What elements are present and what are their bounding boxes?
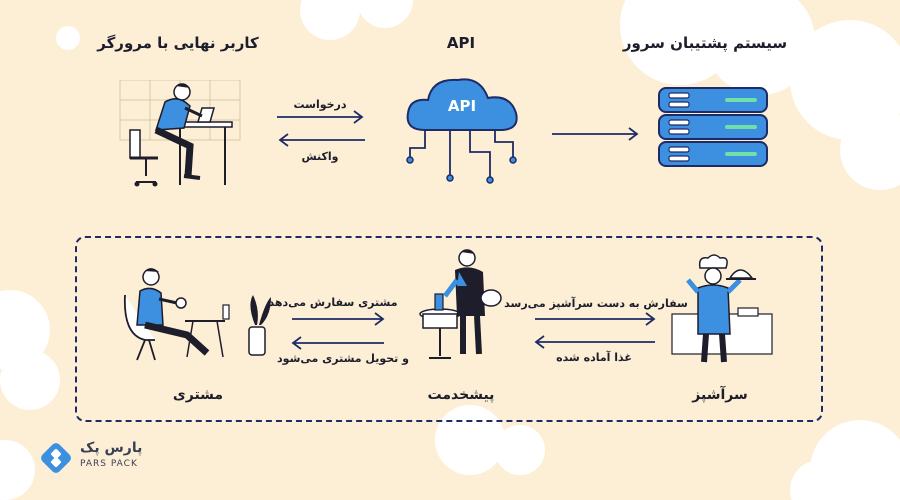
pars-pack-logo-icon bbox=[41, 443, 71, 473]
restaurant-analogy-panel bbox=[75, 236, 823, 422]
end-user-title: کاربر نهایی با مرورگر bbox=[97, 34, 259, 52]
order-label: مشتری سفارش می‌دهد bbox=[268, 296, 398, 309]
response-label: واکنش bbox=[301, 150, 339, 163]
chef-title: سرآشپز bbox=[692, 387, 748, 403]
customer-title: مشتری bbox=[172, 387, 224, 403]
logo-persian-text: پارس پک bbox=[80, 440, 143, 456]
to-chef-label: سفارش به دست سرآشپز می‌رسد bbox=[504, 297, 688, 310]
delivery-label: و تحویل مشتری می‌شود bbox=[277, 352, 409, 365]
waiter-illustration bbox=[419, 249, 502, 359]
api-cloud-icon bbox=[406, 78, 518, 184]
chef-arrows bbox=[534, 312, 656, 349]
request-label: درخواست bbox=[293, 98, 347, 111]
api-to-server-arrow bbox=[552, 127, 639, 141]
server-stack-icon bbox=[658, 87, 768, 167]
request-response-arrows bbox=[277, 110, 365, 147]
user-at-desk-illustration bbox=[119, 80, 241, 187]
api-title: API bbox=[446, 34, 476, 52]
cloud-api-text: API bbox=[447, 97, 477, 115]
order-delivery-arrows bbox=[291, 312, 385, 350]
waiter-title: پیشخدمت bbox=[427, 387, 495, 403]
food-ready-label: غذا آماده شده bbox=[556, 351, 632, 364]
customer-illustration bbox=[123, 268, 271, 361]
logo-latin-text: PARS PACK bbox=[80, 459, 138, 469]
chef-illustration bbox=[671, 254, 773, 363]
server-title: سیستم پشتیبان سرور bbox=[622, 34, 788, 52]
